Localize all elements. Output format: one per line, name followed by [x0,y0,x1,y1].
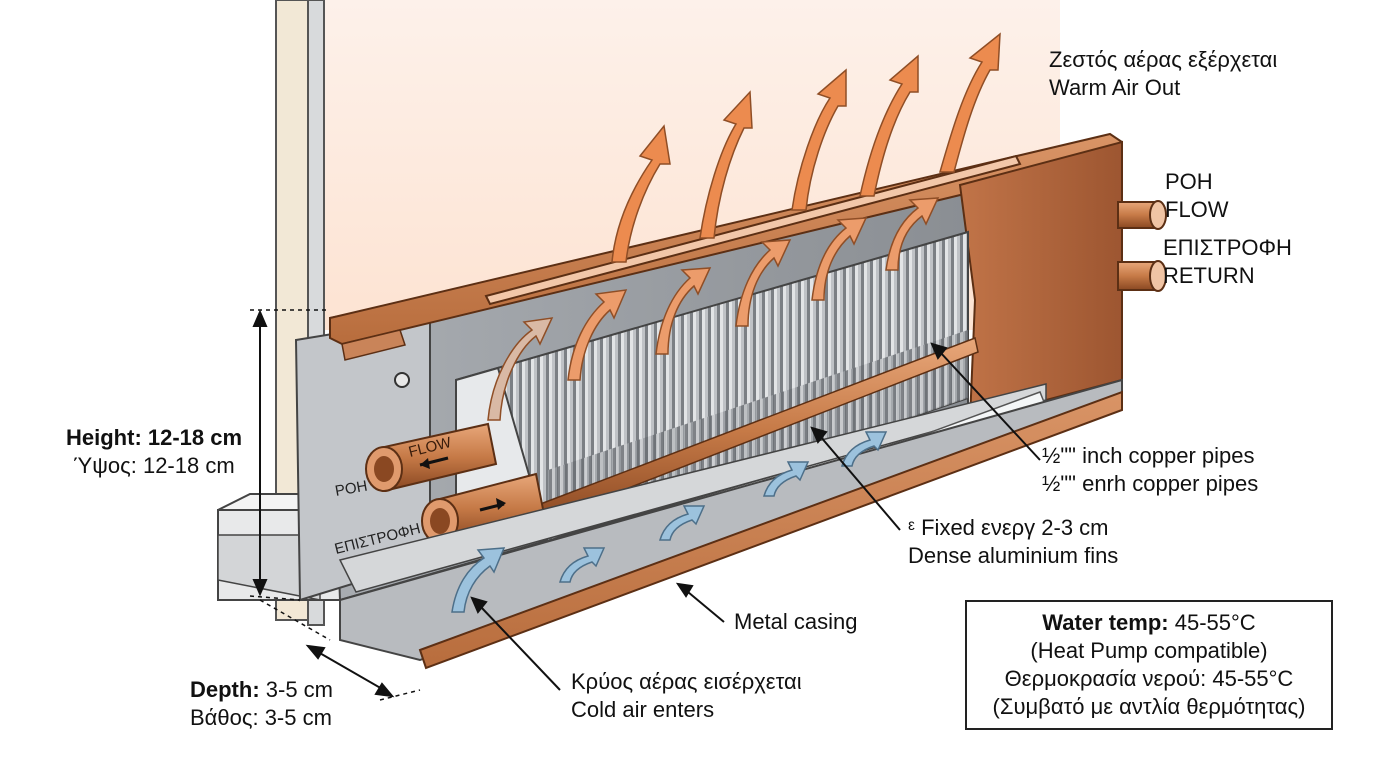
casing-label: Metal casing [734,609,858,634]
warm-air-arrows [611,32,1001,263]
depth-dimension [259,599,421,701]
flow-label: ΡΟΗ FLOW [1165,169,1229,222]
warm-air-label: Ζεστός αέρας εξέρχεται Warm Air Out [1049,47,1278,100]
leader-lines [470,342,1041,691]
spec-box: Water temp: 45-55°C (Heat Pump compatibl… [965,600,1333,730]
casing-top-lid [329,132,1123,361]
rising-air-arrows [487,197,940,421]
cold-air-arrows [451,431,888,613]
return-pipe-stub [421,472,546,544]
casing-end-cap [958,140,1123,422]
cold-air-label: Κρύος αέρας εισέρχεται Cold air enters [571,669,802,722]
flow-pipe-stub [365,422,498,492]
return-label: ΕΠΙΣΤΡΟΦΗ RETURN [1163,235,1292,288]
height-label: Height: 12-18 cm Ύψος: 12-18 cm [66,425,243,478]
right-pipes [1117,200,1167,292]
height-dimension [249,309,330,601]
screw-icon [394,372,410,388]
copper-pipes-label: ½"" inch copper pipes ½"" enrh copper pi… [1042,443,1259,496]
casing-front-rail [338,378,1123,670]
depth-label: Depth: 3-5 cm Βάθος: 3-5 cm [190,677,334,730]
fins-label: ᵋ Fixed ενεργ 2-3 cm Dense aluminium fin… [908,515,1119,568]
pipe-roh-label: ΡΟΗ [334,478,369,500]
